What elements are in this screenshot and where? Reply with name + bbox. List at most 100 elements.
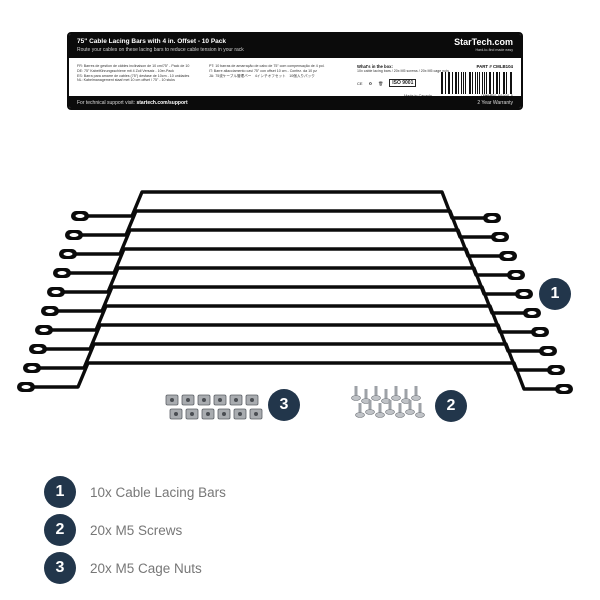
legend-item-cage-nuts: 3 20x M5 Cage Nuts	[44, 552, 202, 584]
cage-nuts-illustration	[165, 394, 263, 420]
bar-eyelet-hole	[39, 328, 49, 332]
ce-mark-icon: CE	[357, 80, 363, 86]
certifications: CE ♻ 🗑 ISO 9001	[357, 79, 417, 87]
part-number: PART # CMLB104	[476, 64, 513, 69]
lacing-bar	[38, 323, 548, 353]
product-label: 75" Cable Lacing Bars with 4 in. Offset …	[67, 32, 523, 110]
brand-logo: StarTech.com	[454, 37, 513, 47]
screw-head	[405, 409, 415, 415]
bar-eyelet-hole	[51, 290, 61, 294]
screw-shaft	[398, 403, 402, 415]
badge-cage-nuts: 3	[268, 389, 300, 421]
translation-line: FR: Barres de gestion de câbles inclinai…	[77, 64, 190, 68]
brand-tagline: Hard-to-find made easy	[475, 48, 513, 52]
cage-nut-hole	[234, 398, 238, 402]
cage-nut-hole	[250, 398, 254, 402]
bar-eyelet-hole	[543, 349, 553, 353]
screw-head	[375, 412, 385, 418]
cage-nut-hole	[206, 412, 210, 416]
lacing-bar	[26, 361, 564, 391]
label-title: 75" Cable Lacing Bars with 4 in. Offset …	[77, 38, 227, 45]
cage-nut-hole	[202, 398, 206, 402]
screw-head	[355, 412, 365, 418]
screw-shaft	[374, 386, 378, 398]
legend-text: 20x M5 Screws	[90, 522, 183, 538]
translation-line: ES: Barra para amarre de cables (75") de…	[77, 73, 190, 78]
legend-number: 2	[44, 514, 76, 546]
lacing-bar	[50, 285, 532, 315]
box-heading: What's in the box:	[357, 64, 393, 69]
screw-shaft	[418, 403, 422, 415]
translation-line: JA: 75波ケーブル管理バー 4インチオフセット 10個入りパック	[209, 73, 315, 78]
legend-text: 20x M5 Cage Nuts	[90, 560, 202, 576]
box-contents: What's in the box: 10x cable lacing bars…	[357, 64, 457, 74]
cage-nut-hole	[254, 412, 258, 416]
box-contents-text: 10x cable lacing bars / 20x M5 screws / …	[357, 69, 450, 73]
support-text: For technical support visit: startech.co…	[77, 100, 188, 106]
screw-shaft	[354, 386, 358, 398]
bar-eyelet-hole	[559, 387, 569, 391]
screw-head	[395, 412, 405, 418]
screw-shaft	[358, 403, 362, 415]
bar-eyelet-hole	[503, 254, 513, 258]
bar-eyelet-hole	[45, 309, 55, 313]
warranty-text: 2 Year Warranty	[477, 100, 513, 106]
cage-nut-hole	[186, 398, 190, 402]
screw-shaft	[364, 389, 368, 401]
legend-text: 10x Cable Lacing Bars	[90, 484, 226, 500]
translation-line: IT: Barre allacciamento cavi 75" con off…	[209, 68, 317, 73]
screw-shaft	[384, 389, 388, 401]
cage-nut-hole	[190, 412, 194, 416]
translation-line: NL: Kabelmanagement staaf met 10 cm offs…	[77, 78, 175, 83]
screw-head	[371, 395, 381, 401]
bar-eyelet-hole	[519, 292, 529, 296]
cage-nut-hole	[222, 412, 226, 416]
legend-number: 1	[44, 476, 76, 508]
screw-shaft	[378, 403, 382, 415]
lacing-bar	[56, 266, 524, 296]
bar-eyelet-hole	[57, 271, 67, 275]
badge-bars: 1	[539, 278, 571, 310]
support-label: For technical support visit:	[77, 100, 136, 106]
screw-shaft	[394, 386, 398, 398]
screw-head	[365, 409, 375, 415]
weee-icon: 🗑	[378, 80, 384, 86]
screw-shaft	[368, 400, 372, 412]
bar-eyelet-hole	[495, 235, 505, 239]
translations-left: FR: Barres de gestion de câbles inclinai…	[77, 64, 217, 83]
screw-head	[385, 409, 395, 415]
bar-eyelet-hole	[21, 385, 31, 389]
screw-head	[415, 412, 425, 418]
bar-eyelet-hole	[527, 311, 537, 315]
recycle-icon: ♻	[368, 80, 373, 86]
translation-line: DE: 75" Kabelführungsschiene mit 4 Zoll …	[77, 68, 174, 73]
cage-nut-hole	[238, 412, 242, 416]
translations-right: PT: 10 barras de amarração de cabo de 75…	[209, 64, 359, 78]
label-subtitle: Route your cables on these lacing bars t…	[77, 47, 244, 53]
lacing-bar	[62, 247, 516, 277]
badge-screws: 2	[435, 390, 467, 422]
bar-eyelet-hole	[63, 252, 73, 256]
lacing-bar	[32, 342, 556, 372]
screw-shaft	[408, 400, 412, 412]
iso-badge: ISO 9001	[389, 79, 417, 87]
cage-nut-hole	[174, 412, 178, 416]
legend-item-bars: 1 10x Cable Lacing Bars	[44, 476, 226, 508]
lacing-bar	[80, 190, 492, 220]
bar-eyelet-hole	[69, 233, 79, 237]
bar-eyelet-hole	[33, 347, 43, 351]
bar-eyelet-hole	[511, 273, 521, 277]
legend-number: 3	[44, 552, 76, 584]
screws-illustration	[351, 386, 425, 418]
label-header-band	[69, 34, 521, 58]
label-footer-band	[69, 96, 521, 108]
bar-eyelet-hole	[535, 330, 545, 334]
screw-head	[351, 395, 361, 401]
cage-nut-hole	[218, 398, 222, 402]
cage-nut-hole	[170, 398, 174, 402]
screw-shaft	[414, 386, 418, 398]
lacing-bar	[74, 209, 500, 239]
bar-eyelet-hole	[487, 216, 497, 220]
screw-shaft	[404, 389, 408, 401]
